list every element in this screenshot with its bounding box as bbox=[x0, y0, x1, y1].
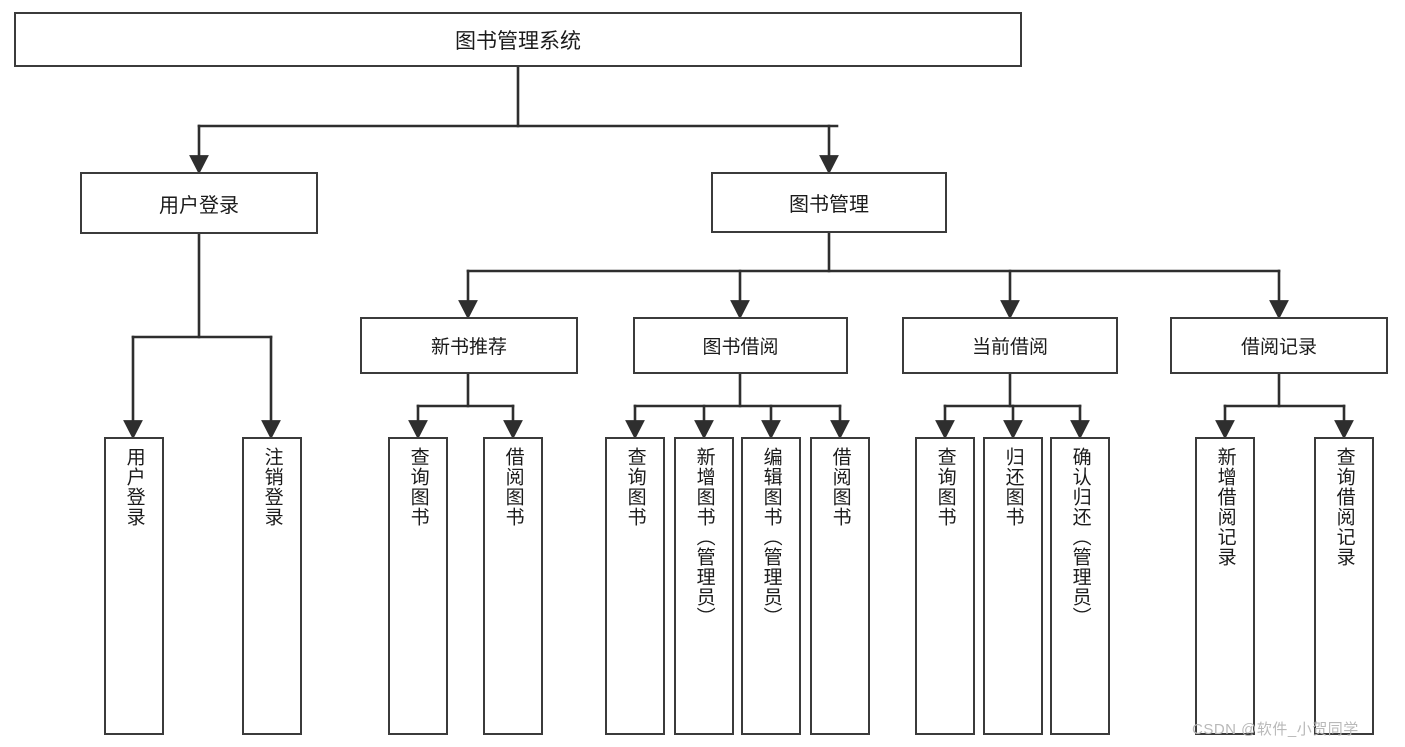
leaf-confirm-return-admin[interactable]: 确认归还（管理员） bbox=[1050, 437, 1110, 735]
node-borrow-record[interactable]: 借阅记录 bbox=[1170, 317, 1388, 374]
node-root-book-management-system[interactable]: 图书管理系统 bbox=[14, 12, 1022, 67]
leaf-edit-book-admin[interactable]: 编辑图书（管理员） bbox=[741, 437, 801, 735]
node-label: 新书推荐 bbox=[430, 337, 507, 358]
node-new-book-recommend[interactable]: 新书推荐 bbox=[360, 317, 578, 374]
node-label: 新增借阅记录 bbox=[1214, 447, 1236, 567]
node-label: 新增图书（管理员） bbox=[693, 447, 715, 627]
leaf-user-login[interactable]: 用户登录 bbox=[104, 437, 164, 735]
leaf-query-book-recommend[interactable]: 查询图书 bbox=[388, 437, 448, 735]
leaf-return-book[interactable]: 归还图书 bbox=[983, 437, 1043, 735]
node-label: 查询图书 bbox=[934, 447, 956, 527]
leaf-query-book-current[interactable]: 查询图书 bbox=[915, 437, 975, 735]
node-label: 图书管理系统 bbox=[455, 29, 581, 53]
node-label: 图书借阅 bbox=[702, 337, 779, 358]
node-label: 归还图书 bbox=[1002, 447, 1024, 527]
leaf-query-borrow-record[interactable]: 查询借阅记录 bbox=[1314, 437, 1374, 735]
leaf-add-book-admin[interactable]: 新增图书（管理员） bbox=[674, 437, 734, 735]
node-label: 确认归还（管理员） bbox=[1069, 447, 1091, 627]
node-label: 注销登录 bbox=[261, 447, 283, 527]
node-label: 用户登录 bbox=[123, 447, 145, 527]
node-book-management[interactable]: 图书管理 bbox=[711, 172, 947, 233]
csdn-watermark: CSDN @软件_小贺同学 bbox=[1192, 721, 1359, 738]
node-label: 查询图书 bbox=[407, 447, 429, 527]
leaf-borrow-book-borrow[interactable]: 借阅图书 bbox=[810, 437, 870, 735]
leaf-query-book-borrow[interactable]: 查询图书 bbox=[605, 437, 665, 735]
node-book-borrow[interactable]: 图书借阅 bbox=[633, 317, 848, 374]
node-user-login[interactable]: 用户登录 bbox=[80, 172, 318, 234]
node-current-borrow[interactable]: 当前借阅 bbox=[902, 317, 1118, 374]
node-label: 借阅图书 bbox=[829, 447, 851, 527]
node-label: 查询借阅记录 bbox=[1333, 447, 1355, 567]
node-label: 借阅图书 bbox=[502, 447, 524, 527]
leaf-borrow-book-recommend[interactable]: 借阅图书 bbox=[483, 437, 543, 735]
node-label: 当前借阅 bbox=[971, 337, 1048, 358]
leaf-add-borrow-record[interactable]: 新增借阅记录 bbox=[1195, 437, 1255, 735]
leaf-logout-login[interactable]: 注销登录 bbox=[242, 437, 302, 735]
node-label: 图书管理 bbox=[789, 194, 869, 216]
node-label: 借阅记录 bbox=[1240, 337, 1317, 358]
node-label: 查询图书 bbox=[624, 447, 646, 527]
node-label: 用户登录 bbox=[159, 194, 239, 217]
node-label: 编辑图书（管理员） bbox=[760, 447, 782, 627]
